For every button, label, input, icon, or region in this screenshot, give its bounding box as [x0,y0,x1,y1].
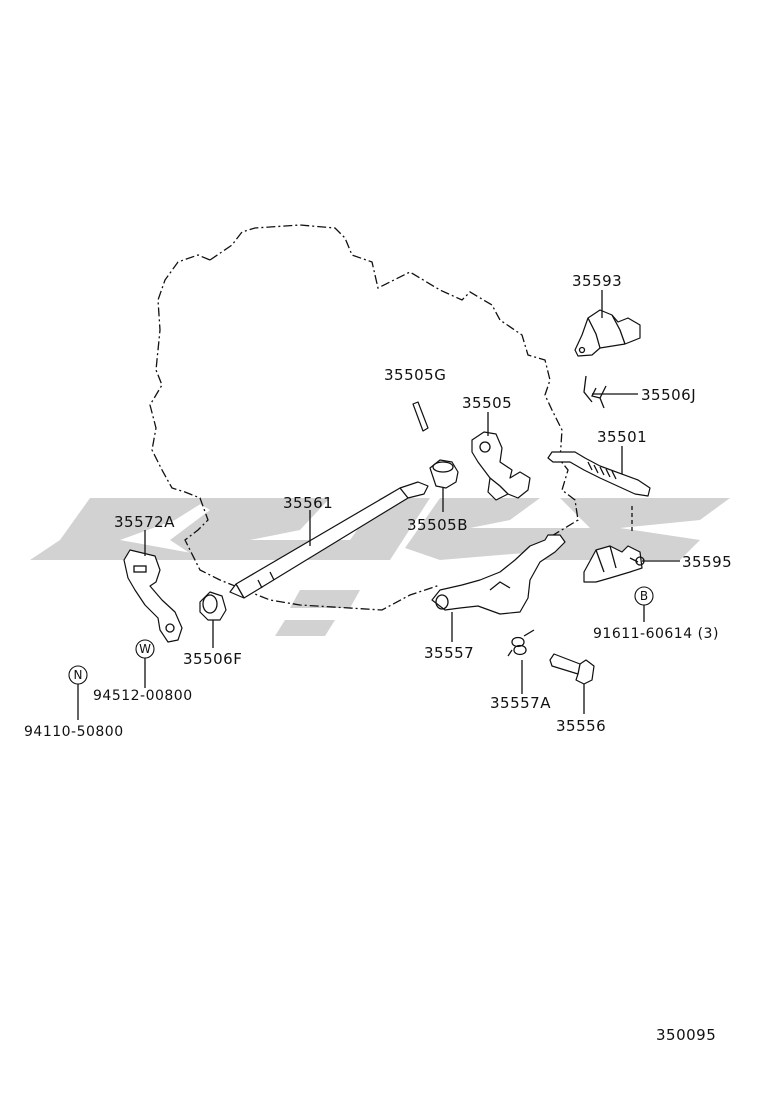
label-35505[interactable]: 35505 [462,394,512,412]
leader-lines [77,290,680,720]
marker-b: B [634,586,654,606]
part-35593-bracket[interactable] [574,309,641,357]
part-35595-bracket[interactable] [583,545,645,583]
label-91611-60614[interactable]: 91611-60614 (3) [593,626,719,642]
label-35593[interactable]: 35593 [572,272,622,290]
label-94110-50800[interactable]: 94110-50800 [24,724,124,740]
label-35561[interactable]: 35561 [283,494,333,512]
label-35506J[interactable]: 35506J [641,386,696,404]
label-35557[interactable]: 35557 [424,644,474,662]
transmission-case-outline [149,224,579,611]
part-35505B-collar[interactable] [429,459,459,489]
part-35556-bolt[interactable] [549,653,595,685]
marker-n: N [68,665,88,685]
label-35501[interactable]: 35501 [597,428,647,446]
label-35556[interactable]: 35556 [556,717,606,735]
part-35561-shaft[interactable] [229,481,429,599]
part-35505-shift-lever[interactable] [471,431,531,501]
part-35572A-lever-plate[interactable] [123,549,183,643]
part-35557-lever[interactable] [431,534,566,615]
part-35505G-pin[interactable] [412,401,429,432]
part-35501-selector-rod[interactable] [547,451,651,497]
marker-n-text: N [74,668,83,682]
watermark-graphic [30,498,730,636]
label-35505G[interactable]: 35505G [384,366,446,384]
label-35595[interactable]: 35595 [682,553,732,571]
label-94512-00800[interactable]: 94512-00800 [93,688,193,704]
marker-w: W [135,639,155,659]
part-35506J-clip[interactable] [583,375,607,409]
label-35572A[interactable]: 35572A [114,513,175,531]
marker-b-text: B [640,589,648,603]
figure-number: 350095 [656,1026,716,1044]
part-35557A-spring[interactable] [507,629,535,657]
label-35506F[interactable]: 35506F [183,650,242,668]
marker-w-text: W [139,642,151,656]
label-35505B[interactable]: 35505B [407,516,468,534]
part-35506F-bushing[interactable] [199,591,227,621]
label-35557A[interactable]: 35557A [490,694,551,712]
